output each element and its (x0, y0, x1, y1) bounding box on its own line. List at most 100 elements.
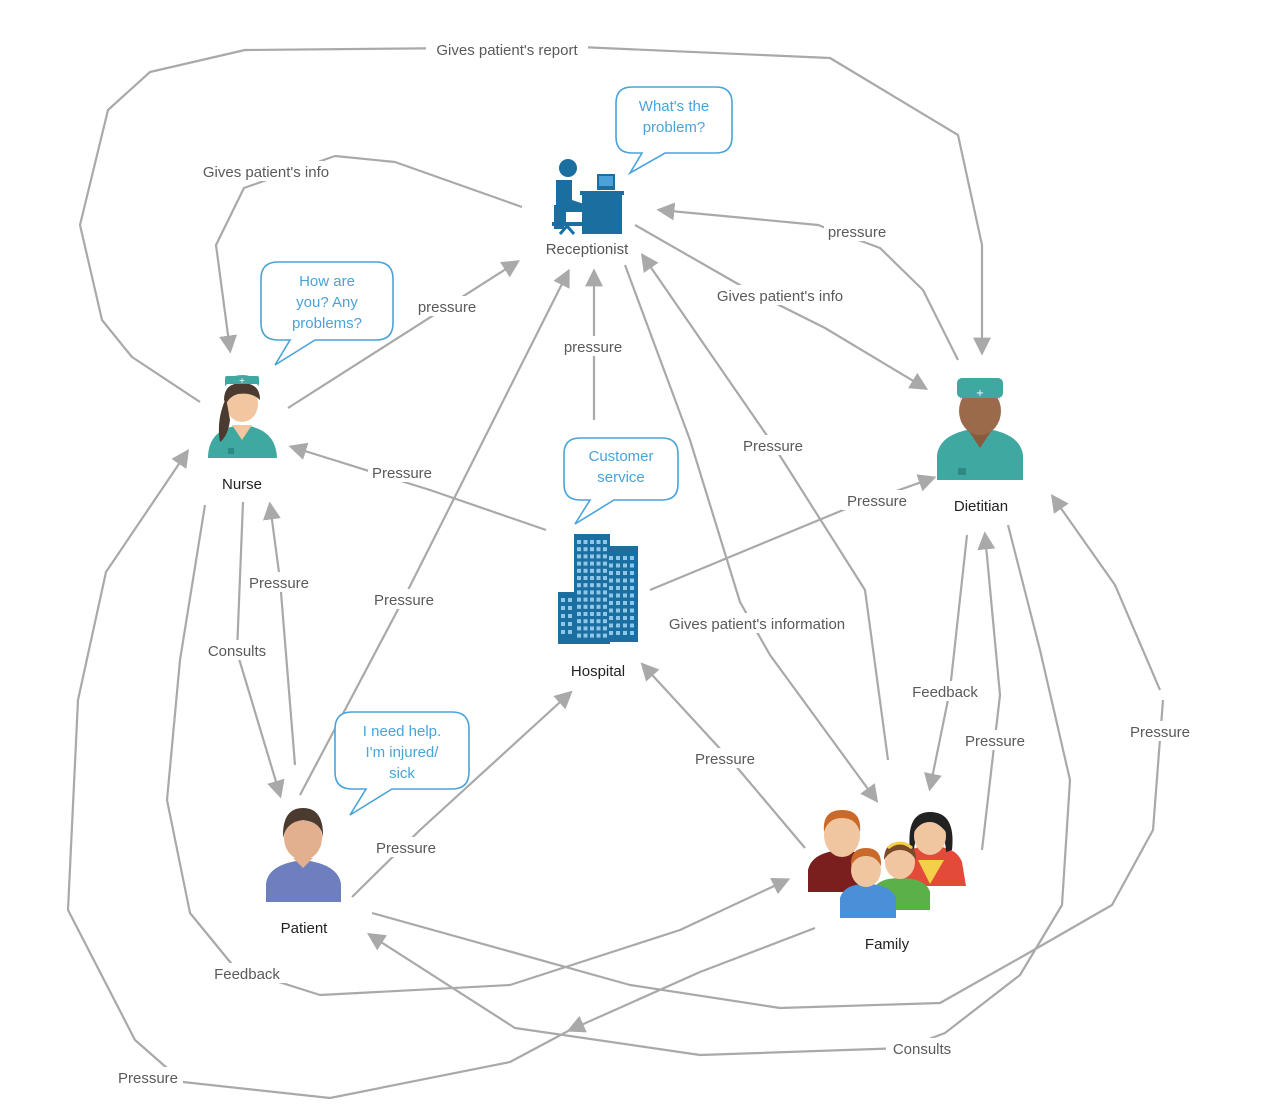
building-window (603, 619, 607, 624)
building-window (630, 586, 634, 590)
edge-pressure-patient-nurse: Pressure (245, 501, 313, 766)
building-window (623, 563, 627, 568)
building-window (568, 622, 572, 626)
edge-label: Gives patient's information (669, 616, 845, 633)
building-window (596, 540, 601, 544)
node-dietitian: + Dietitian (937, 378, 1023, 515)
edge-pressure-patient-hospital: Pressure (351, 690, 573, 898)
building-window (609, 608, 613, 613)
building-window (603, 561, 607, 566)
edge-label: Pressure (847, 493, 907, 510)
building-window (590, 576, 594, 580)
building-window (609, 556, 613, 560)
node-hospital: Hospital (558, 534, 638, 680)
building-window (609, 563, 613, 568)
building-window (596, 619, 601, 624)
building-window (561, 606, 565, 610)
building-window (616, 578, 620, 583)
building-window (590, 626, 594, 631)
hospital-building-icon (558, 534, 638, 644)
building-window (623, 586, 627, 590)
building-window (583, 604, 588, 609)
building-window (577, 626, 581, 631)
building-window (577, 554, 581, 559)
building-window (603, 583, 607, 588)
bubble-line: problems? (292, 315, 362, 332)
building-window (623, 578, 627, 583)
patient-icon (266, 808, 341, 902)
building-window (583, 568, 588, 573)
building-window (596, 547, 601, 552)
building-window (577, 590, 581, 595)
building-window (561, 598, 565, 602)
edge-pressure-hospital-receptionist: pressure (559, 268, 627, 420)
edge-info-receptionist-dietitian: Gives patient's info (634, 224, 929, 390)
edge-label: Gives patient's info (717, 288, 843, 305)
building-window (596, 604, 601, 609)
building-window (623, 623, 627, 628)
building-window (630, 601, 634, 605)
bubble-line: I'm injured/ (366, 744, 440, 761)
building-window (630, 593, 634, 598)
building-window (590, 633, 594, 638)
family-icon (808, 810, 966, 918)
building-window (596, 633, 601, 638)
building-window (568, 606, 572, 610)
edge-label: Gives patient's info (203, 164, 329, 181)
node-receptionist: Receptionist (546, 159, 629, 258)
node-patient: Patient (266, 808, 341, 937)
bubble-line: you? Any (296, 294, 358, 311)
building-window (609, 593, 613, 598)
building-window (583, 554, 588, 559)
node-label: Hospital (571, 663, 625, 680)
building-window (596, 597, 601, 602)
building-window (630, 623, 634, 628)
building-window (609, 616, 613, 620)
building-window (577, 633, 581, 638)
speech-bubble-receptionist: What's the problem? (615, 86, 733, 176)
building-window (630, 616, 634, 620)
bubble-line: How are (299, 273, 355, 290)
bubble-line: service (597, 469, 645, 486)
edge-label: Pressure (695, 751, 755, 768)
nurse-icon: + (208, 375, 277, 458)
building-window (590, 583, 594, 588)
building-window (590, 590, 594, 595)
building-window (609, 571, 613, 575)
bubble-line: sick (389, 765, 415, 782)
building-window (577, 547, 581, 552)
building-window (577, 583, 581, 588)
bubble-line: problem? (643, 119, 706, 136)
building-window (590, 547, 594, 552)
edge-info-receptionist-nurse: Gives patient's info (195, 154, 523, 354)
building-window (590, 561, 594, 566)
edge-label: Pressure (249, 575, 309, 592)
building-window (577, 561, 581, 566)
building-window (630, 631, 634, 635)
building-window (583, 597, 588, 602)
speech-bubble-nurse: How are you? Any problems? (260, 261, 394, 366)
building-window (568, 598, 572, 602)
edge-pressure-family-receptionist: Pressure (640, 253, 890, 761)
building-window (603, 626, 607, 631)
building-window (577, 604, 581, 609)
building-window (583, 590, 588, 595)
edge-label: Consults (208, 643, 266, 660)
building-window (616, 616, 620, 620)
building-window (616, 593, 620, 598)
building-window (590, 540, 594, 544)
building-window (577, 576, 581, 580)
building-window (568, 614, 572, 618)
edge-report-nurse-dietitian: Gives patient's report (78, 39, 991, 403)
building-window (583, 626, 588, 631)
building-window (596, 568, 601, 573)
node-label: Receptionist (546, 241, 629, 258)
edge-pressure-bottom-nurse: Pressure (66, 449, 571, 1100)
edge-pressure-family-dietitian: Pressure (960, 531, 1030, 851)
edge-pressure-hospital-dietitian: Pressure (649, 474, 937, 592)
node-label: Dietitian (954, 498, 1008, 515)
building-window (590, 612, 594, 616)
building-window (630, 578, 634, 583)
building-window (561, 622, 565, 626)
building-window (616, 631, 620, 635)
